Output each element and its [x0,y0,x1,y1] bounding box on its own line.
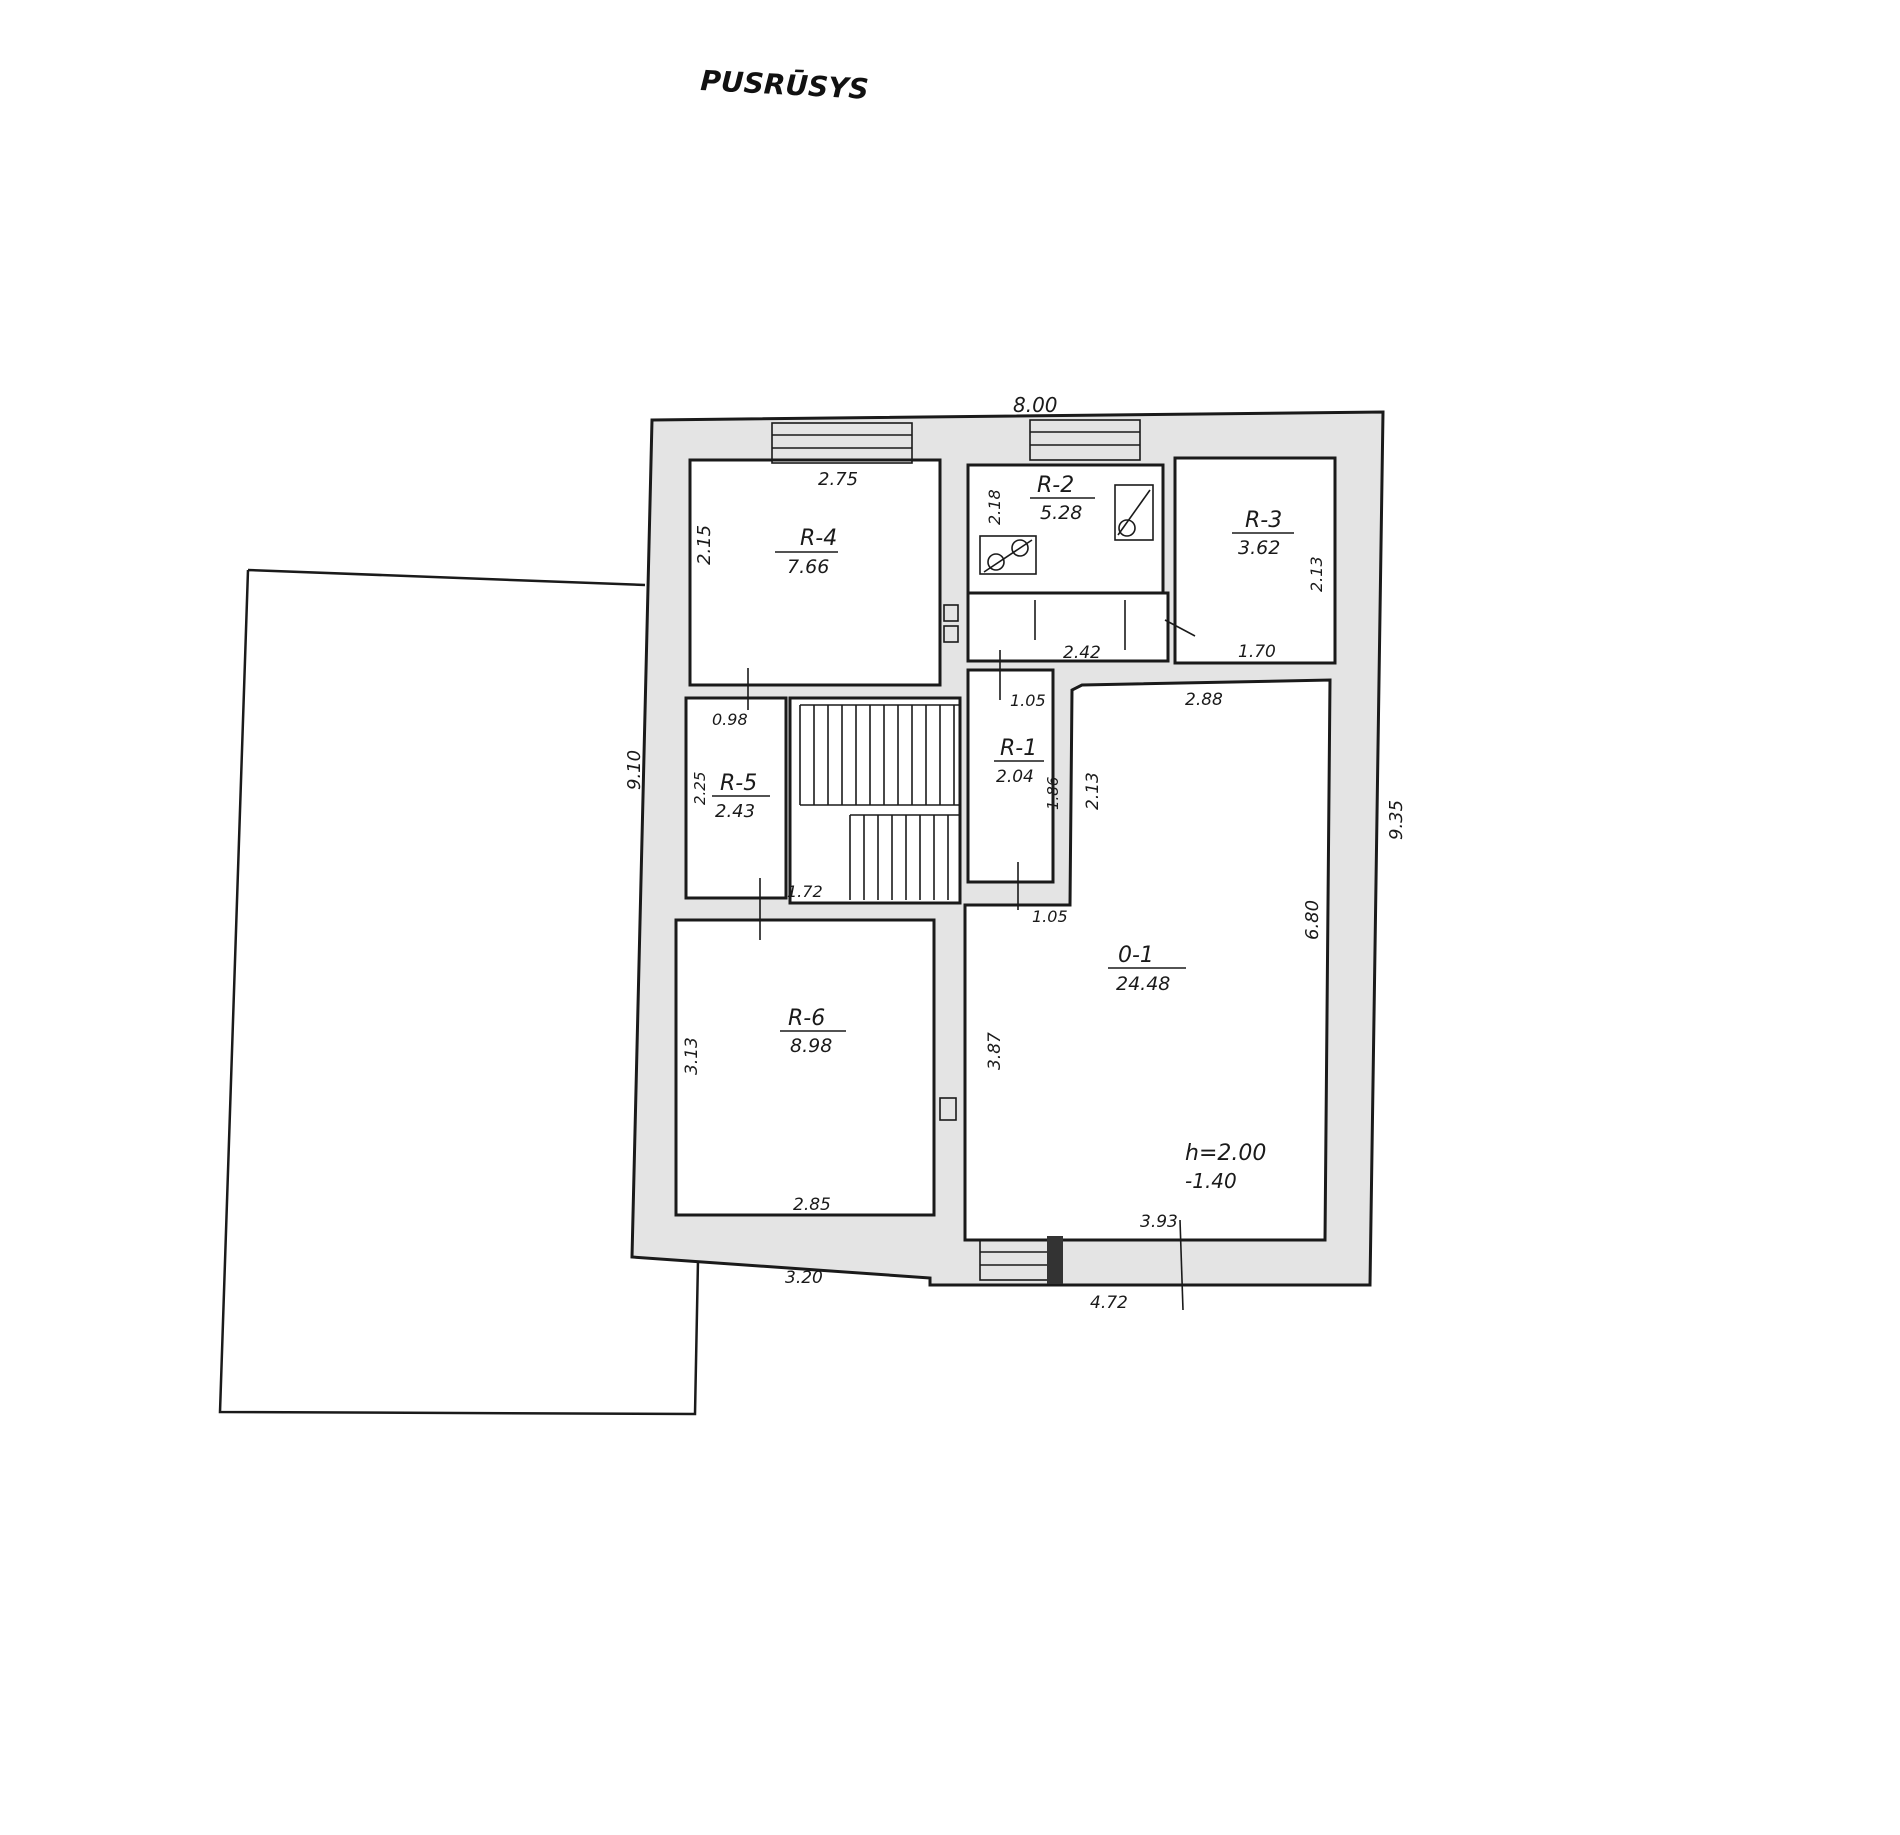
stair-area [788,696,962,905]
dim-r2-height: 2.18 [985,489,1004,525]
svg-text:R-6: R-6 [788,1006,825,1031]
dimension-labels: 8.00 2.75 2.15 2.18 2.13 2.42 1.70 9.10 … [624,393,1407,1313]
svg-text:3.62: 3.62 [1238,537,1280,559]
room-r1-area [966,668,1055,884]
top-windows [771,419,1141,464]
dim-r3-height: 2.13 [1307,556,1326,592]
dim-top-total: 8.00 [1013,393,1058,417]
room-label-r6: R-6 8.98 [780,1006,846,1057]
room-label-r3: R-3 3.62 [1232,508,1294,559]
dim-r5-top: 0.98 [712,710,748,729]
dim-o1-left-height: 3.87 [985,1032,1005,1070]
level-note: -1.40 [1185,1169,1237,1193]
svg-text:2.04: 2.04 [996,767,1034,787]
svg-text:R-1: R-1 [1000,736,1037,761]
room-label-r2: R-2 5.28 [1030,473,1095,524]
room-r6-area [674,918,936,1217]
dim-r4-width: 2.75 [818,469,858,490]
dim-o1-bottom: 3.93 [1140,1212,1178,1232]
svg-text:5.28: 5.28 [1040,502,1082,524]
dim-corridor-width: 2.42 [1063,643,1101,663]
room-r4-area [688,458,942,687]
svg-text:24.48: 24.48 [1116,973,1170,995]
svg-text:7.66: 7.66 [787,556,829,578]
door-ticks [747,600,1196,1311]
room-label-r4: R-4 7.66 [775,526,838,578]
corridor-area [966,591,1170,663]
adjacent-outline [218,568,700,1416]
chimney-marks [939,604,959,1121]
svg-text:R-2: R-2 [1037,473,1074,498]
room-o1-area [963,678,1332,1242]
dim-right-total: 9.35 [1386,800,1407,840]
dim-bottom-right: 4.72 [1090,1293,1128,1313]
dim-r1-width-top: 1.05 [1010,691,1046,710]
stove-fixture [1114,484,1154,541]
svg-text:0-1: 0-1 [1118,943,1154,968]
dim-r5-bottom: 1.72 [787,882,823,901]
staircase [799,704,960,900]
sink-fixture [979,535,1037,575]
room-label-o1: 0-1 24.48 [1108,943,1186,995]
dim-r6-height: 3.13 [682,1037,702,1075]
dim-o1-upper-height: 2.13 [1083,772,1103,810]
sheet-title: PUSRŪSYS [700,63,870,106]
svg-text:2.43: 2.43 [715,801,755,822]
svg-text:R-5: R-5 [720,771,757,796]
svg-text:R-4: R-4 [800,526,837,551]
height-note: h=2.00 [1185,1141,1266,1166]
dim-r4-height: 2.15 [694,525,715,565]
room-r5-area [684,696,788,900]
room-r3-area [1173,456,1337,665]
dim-bottom-left: 3.20 [785,1268,823,1288]
dim-r1-height: 1.86 [1044,777,1062,810]
svg-text:8.98: 8.98 [790,1035,832,1057]
dim-r3-width: 1.70 [1238,642,1276,662]
dim-r5-height: 2.25 [691,772,709,805]
dim-r1-width-bottom: 1.05 [1032,907,1068,926]
dim-r6-width: 2.85 [793,1195,831,1215]
room-label-r1: R-1 2.04 [994,736,1044,787]
dim-o1-right-height: 6.80 [1302,900,1323,940]
bottom-window [979,1236,1063,1284]
room-label-r5: R-5 2.43 [712,771,770,822]
dim-o1-top-width: 2.88 [1185,690,1223,710]
svg-text:R-3: R-3 [1245,508,1282,533]
dim-left-total: 9.10 [624,750,645,790]
